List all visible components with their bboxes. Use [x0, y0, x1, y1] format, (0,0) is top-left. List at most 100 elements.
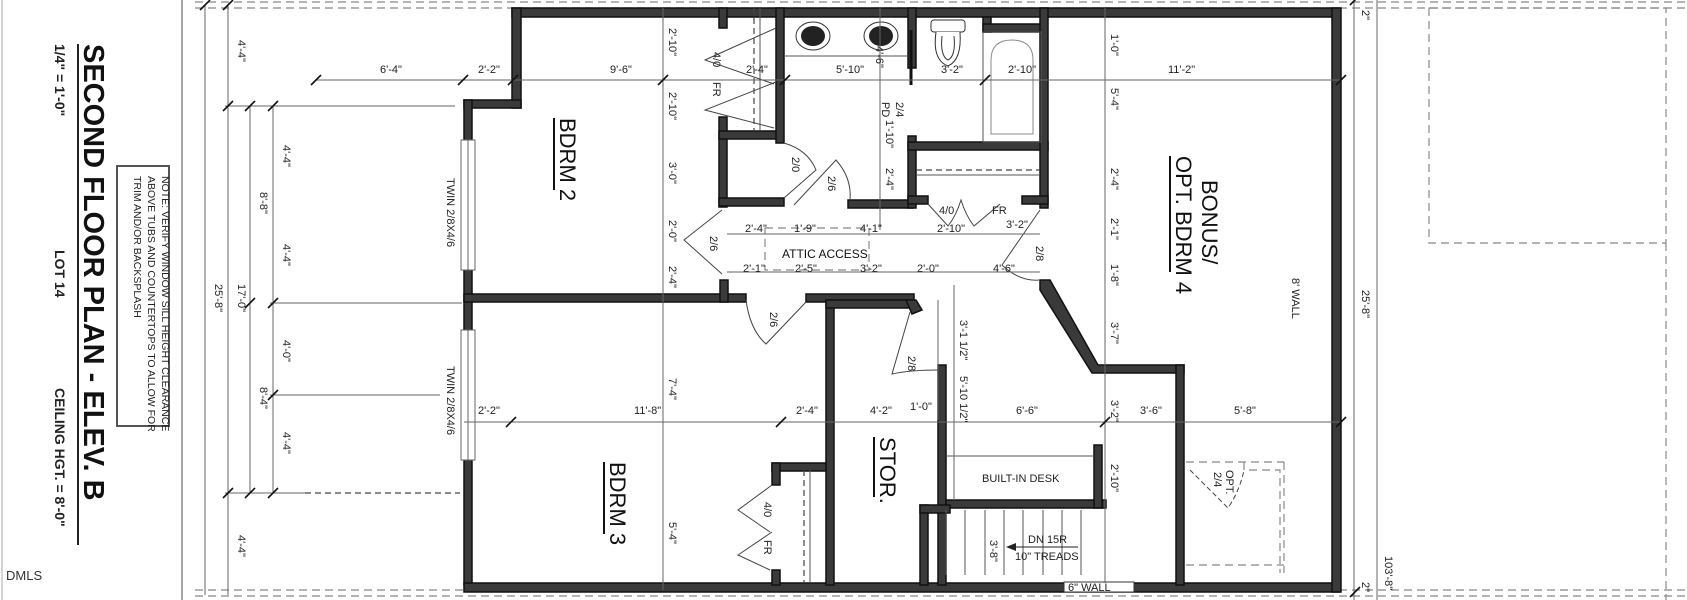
room-stor: STOR.	[873, 437, 900, 504]
dim-bath-2-4: 2'-4"	[883, 168, 895, 190]
door-bdrm2-size: 2/6	[707, 236, 719, 251]
dim-hall-2-0: 2'-0"	[917, 263, 939, 275]
dim-bath-1-10: 1'-10"	[883, 120, 895, 148]
dim-hall-4-1: 4'-1"	[860, 223, 882, 235]
dim-b3-5-4: 5'-4"	[666, 522, 678, 544]
dim-stair-3-8: 3'-8"	[987, 540, 999, 562]
dim-b3-2-2: 2'-2"	[478, 405, 500, 417]
lot-number: LOT 14	[52, 250, 68, 298]
dim-right-outer: 25'-8"	[1359, 290, 1371, 318]
dim-mid-3-1-half: 3'-1 1/2"	[957, 320, 969, 360]
dim-top-9-6: 9'-6"	[610, 64, 632, 76]
dim-hall-2-10: 2'-10"	[937, 223, 965, 235]
dim-hall-2-5: 2'-5"	[795, 263, 817, 275]
stairs: DN 15R 10" TREADS	[945, 510, 1082, 575]
interior-walls	[463, 7, 1185, 586]
door-pocket-size: 2/4	[893, 102, 905, 117]
dim-right-total: 103'-8"	[1382, 556, 1394, 590]
dim-hall-2-4: 2'-4"	[745, 223, 767, 235]
dim-mid-5-10-half: 5'-10 1/2"	[957, 376, 969, 422]
dim-b2-2-0: 2'-0"	[666, 220, 678, 242]
dim-hall-3-2b: 3'-2"	[860, 263, 882, 275]
door-bdrm2-closet-type: FR	[710, 82, 722, 97]
dim-b2-2-4: 2'-4"	[666, 266, 678, 288]
dim-stor-4-2: 4'-2"	[870, 405, 892, 417]
dim-b3-7-4: 7'-4"	[666, 378, 678, 400]
right-dimensions: 2" 25'-8" 103'-8" 2"	[1353, 0, 1394, 600]
note-line-1: NOTE: VERIFY WINDOW SILL HEIGHT CLEARANC…	[159, 176, 171, 431]
dim-bonus-1-8: 1'-8"	[1108, 264, 1120, 286]
door-opt-size: 2/4	[1211, 472, 1223, 487]
attic-access-label: ATTIC ACCESS	[782, 247, 868, 261]
dim-right-bottom: 2"	[1359, 582, 1371, 592]
dim-vanity-4-6: 4'-6"	[873, 46, 885, 68]
room-bdrm3-label: BDRM 3	[605, 462, 630, 545]
door-linen-size: 2/0	[789, 157, 801, 172]
dim-b2-2-10b: 2'-10"	[666, 92, 678, 120]
dim-top-5-10: 5'-10"	[836, 64, 864, 76]
dim-top-6-4: 6'-4"	[380, 64, 402, 76]
dimension-labels: 6'-4" 2'-2" 9'-6" 2'-4" 5'-10" 3'-2" 2'-…	[380, 28, 1256, 562]
dim-b2-2-10a: 2'-10"	[666, 28, 678, 56]
note-line-2: ABOVE TUBS AND COUNTERTOPS TO ALLOW FOR	[145, 176, 157, 432]
door-stor-size: 2/8	[905, 356, 917, 371]
dimension-ticks	[199, 0, 1361, 598]
dim-bonus-3-2: 3'-2"	[1108, 400, 1120, 422]
dim-b2-3-0: 3'-0"	[666, 162, 678, 184]
door-bath-size: 2/6	[825, 176, 837, 191]
stairs-direction: DN 15R	[1028, 534, 1067, 546]
built-in-desk-label: BUILT-IN DESK	[982, 473, 1060, 485]
doors: 4/0 FR 2/0 2/6 2/4 PD 4/0 FR 2/6 2/6 2/8…	[683, 27, 1245, 571]
dim-top-2-10: 2'-10"	[1008, 64, 1036, 76]
dim-left-win2-total: 8'-4"	[257, 387, 269, 409]
wall-8-label: 8' WALL	[1289, 278, 1301, 319]
dim-bonus-3-7: 3'-7"	[1108, 322, 1120, 344]
dim-left-mid: 17'-0"	[235, 284, 247, 312]
room-bdrm2-label: BDRM 2	[555, 118, 580, 201]
plan-scale: 1/4" = 1'-0"	[52, 44, 68, 116]
dim-stor-1-0: 1'-0"	[910, 401, 932, 413]
room-bonus-label-2: OPT. BDRM 4	[1171, 156, 1196, 294]
room-bdrm3: BDRM 3	[603, 462, 630, 545]
interior-dimension-lines	[316, 8, 1340, 590]
dim-top-3-2: 3'-2"	[941, 64, 963, 76]
dim-left-win1-b: 4'-4"	[280, 244, 292, 266]
fixtures: BUILT-IN DESK DN 15R 10" TREADS 6" WALL …	[753, 8, 1301, 594]
dim-left-win2-b: 4'-4"	[280, 432, 292, 454]
window-bdrm2-label: TWIN 2/8X4/6	[444, 178, 456, 247]
door-bonus-size: 2/8	[1033, 246, 1045, 261]
dim-b3-11-8: 11'-8"	[634, 405, 661, 417]
door-bdrm3-closet-type: FR	[761, 540, 773, 555]
dim-left-outer: 25'-8"	[212, 284, 224, 312]
dim-left-win1-total: 8'-8"	[257, 192, 269, 214]
dim-hall-1-9: 1'-9"	[794, 223, 816, 235]
door-opt-label: OPT.	[1223, 470, 1235, 494]
dim-hall-2-1: 2'-1"	[743, 263, 765, 275]
wall-6-label: 6" WALL	[1068, 582, 1111, 594]
stairs-treads: 10" TREADS	[1015, 551, 1079, 563]
door-hall-closet-size: 4/0	[939, 205, 954, 217]
dim-left-win2-a: 4'-0"	[280, 340, 292, 362]
watermark: DMLS	[6, 568, 42, 583]
dim-left-win1-a: 4'-4"	[280, 145, 292, 167]
title-block: SECOND FLOOR PLAN - ELEV. B 1/4" = 1'-0"…	[1, 0, 183, 600]
door-pocket-type: PD	[879, 102, 891, 117]
dim-bonus-2-4: 2'-4"	[1108, 168, 1120, 190]
room-bonus: BONUS/ OPT. BDRM 4	[1169, 156, 1222, 294]
dim-top-2-4: 2'-4"	[746, 64, 768, 76]
dim-top-11-2: 11'-2"	[1168, 64, 1195, 76]
windows: TWIN 2/8X4/6 TWIN 2/8X4/6	[444, 139, 476, 461]
room-labels: BDRM 2 BDRM 3 STOR. BONUS/ OPT. BDRM 4	[553, 118, 1222, 545]
dim-left-bottom: 4'-4"	[235, 535, 247, 557]
door-bdrm3-size: 2/6	[767, 312, 779, 327]
dim-desk-6-6: 6'-6"	[1016, 405, 1038, 417]
door-hall-closet-type: FR	[992, 205, 1007, 217]
dim-bonus-1-0: 1'-0"	[1108, 34, 1120, 56]
dim-bonus-2-1: 2'-1"	[1108, 218, 1120, 240]
dim-right-top: 2"	[1359, 10, 1371, 20]
ceiling-height: CEILING HGT. = 8'-0"	[52, 388, 68, 527]
door-bdrm3-closet-size: 4/0	[761, 502, 773, 517]
dim-bonus-2-10: 2'-10"	[1108, 464, 1120, 492]
window-bdrm3-label: TWIN 2/8X4/6	[444, 366, 456, 435]
